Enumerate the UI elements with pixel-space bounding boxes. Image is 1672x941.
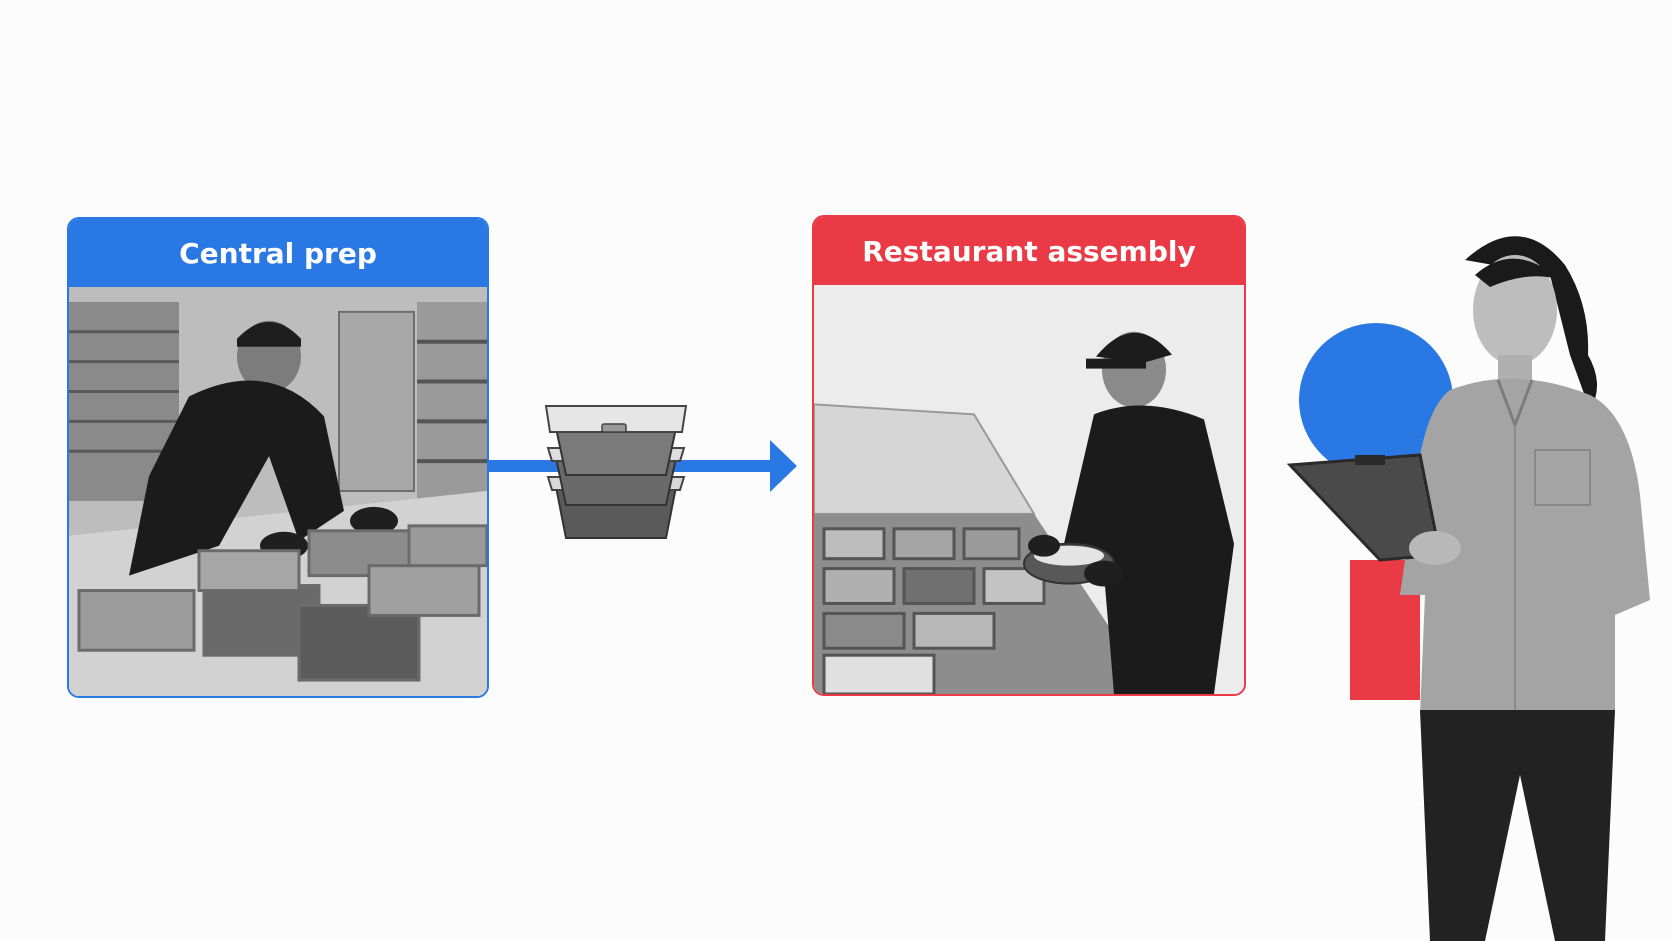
flow-arrow-head <box>770 440 797 492</box>
stage-title-restaurant-assembly: Restaurant assembly <box>814 217 1244 285</box>
central-prep-photo <box>69 287 487 696</box>
person-illustration <box>1286 236 1650 941</box>
stage-card-central-prep: Central prep <box>67 217 489 698</box>
stage-card-restaurant-assembly: Restaurant assembly <box>812 215 1246 696</box>
decorative-blue-circle <box>1299 323 1453 477</box>
stage-title-central-prep: Central prep <box>69 219 487 287</box>
stacked-containers-icon <box>544 405 688 539</box>
manager-figure <box>1286 236 1650 941</box>
restaurant-assembly-photo <box>814 285 1244 694</box>
